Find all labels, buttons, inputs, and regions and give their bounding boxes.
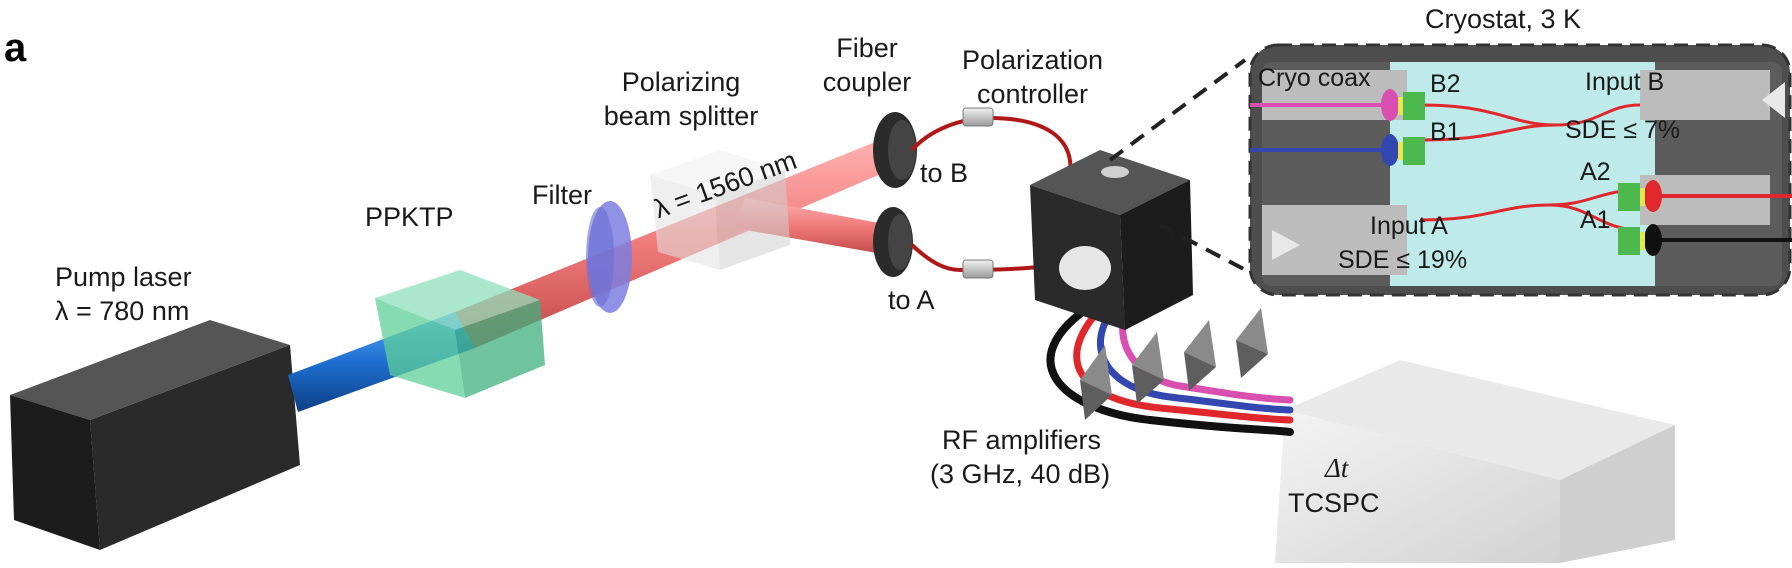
a2-label: A2 [1580,158,1611,186]
a1-label: A1 [1580,206,1611,234]
pbs-label-line2: beam splitter [603,101,759,131]
to-a-label: to A [888,285,935,315]
polarization-controller-a [962,259,994,279]
tcspc-box [1275,360,1675,563]
pump-laser-label: Pump laser [55,262,192,292]
rf-amplifiers-label-line2: (3 GHz, 40 dB) [930,459,1111,489]
input-b-label: Input B [1585,68,1665,96]
polarizing-beam-splitter [650,150,790,270]
sde-a-label: SDE ≤ 19% [1338,246,1468,274]
fiber-coupler-a [873,207,913,277]
rf-amplifiers-label-line1: RF amplifiers [942,425,1102,455]
pol-controller-label-line2: controller [976,79,1089,109]
ppktp-label: PPKTP [365,202,454,232]
cryo-coax-label: Cryo coax [1258,64,1371,92]
ppktp-crystal [375,270,545,398]
polarization-controller-b [962,107,994,127]
delta-t-label: Δt [1325,453,1348,484]
fiber-coupler-b [873,112,917,188]
pump-laser [10,320,300,550]
panel-label: a [4,26,27,70]
cryostat-cube [1030,150,1193,330]
rf-amplifiers [1080,308,1268,420]
cryostat-inset [1248,43,1792,297]
to-b-label: to B [920,158,969,188]
pump-wavelength-text: λ = 780 nm [55,296,190,326]
input-a-label: Input A [1370,212,1448,240]
coax-cables [1046,301,1294,436]
pol-controller-label-line1: Polarization [961,45,1104,75]
sde-b-label: SDE ≤ 7% [1565,116,1681,144]
b1-label: B1 [1430,118,1461,146]
tcspc-label: TCSPC [1288,488,1380,518]
b2-label: B2 [1430,70,1461,98]
cryostat-label: Cryostat, 3 K [1425,4,1582,34]
fiber-coupler-label-line1: Fiber [836,33,898,63]
delta-t-text: Δt [1325,453,1349,483]
fiber-coupler-label-line2: coupler [822,67,912,97]
zoom-lines [1108,58,1256,277]
pbs-label-line1: Polarizing [621,67,741,97]
filter-label: Filter [532,180,592,210]
pump-wavelength-label: λ = 780 nm [55,296,189,327]
